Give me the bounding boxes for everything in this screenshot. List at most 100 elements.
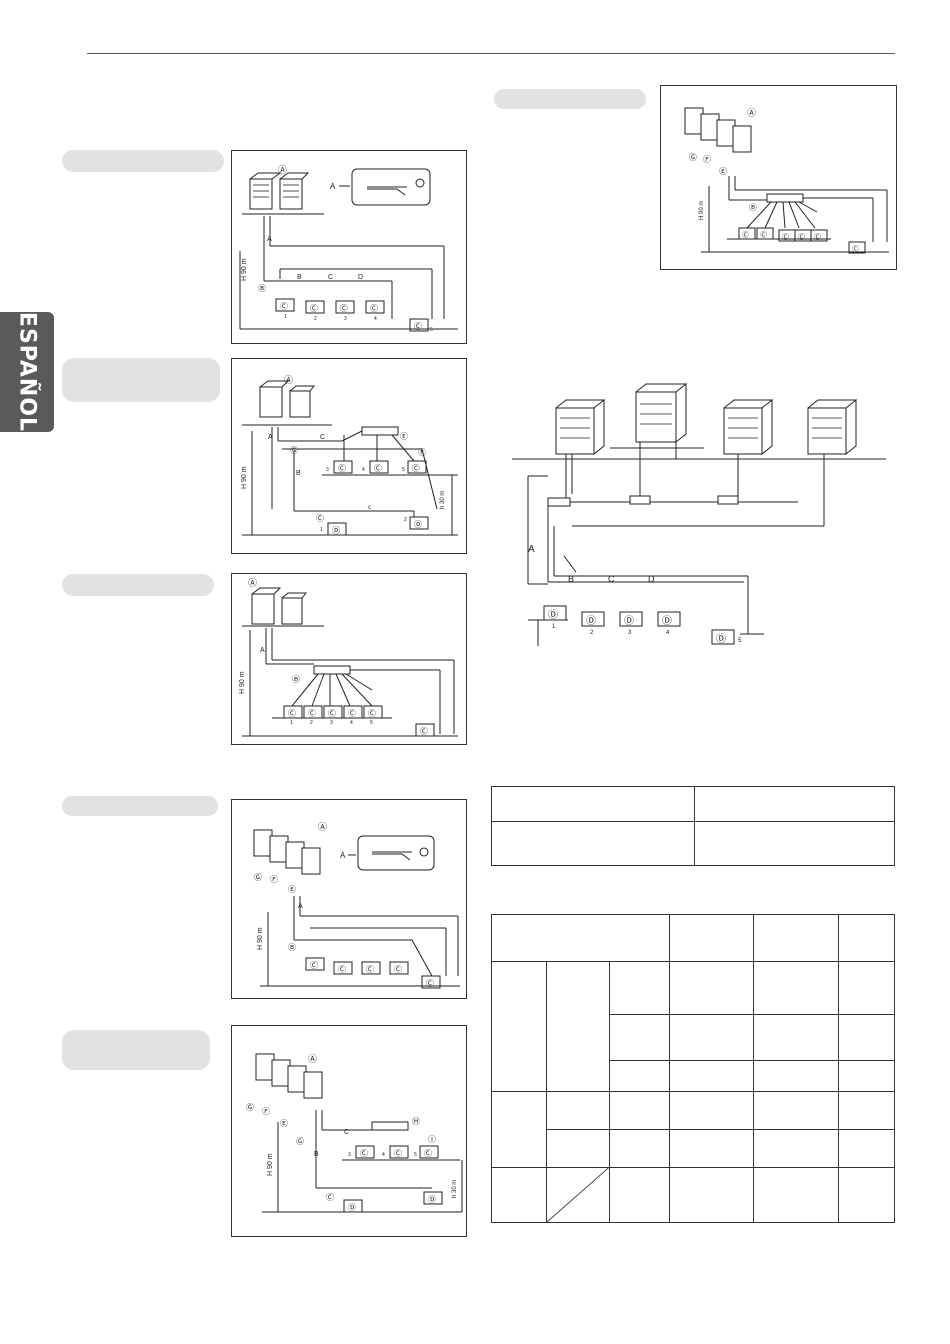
table-cell [837, 1014, 896, 1061]
svg-text:D: D [648, 574, 655, 584]
table-cell [669, 961, 755, 1015]
table-cell [694, 786, 895, 822]
svg-text:Ⓐ: Ⓐ [747, 108, 756, 118]
header-rule [87, 53, 895, 54]
table-cell [491, 786, 695, 822]
svg-text:2: 2 [404, 517, 407, 523]
outdoor-unit-row [555, 383, 858, 456]
svg-text:H 90 m: H 90 m [241, 466, 248, 489]
table-cell [490, 1167, 548, 1223]
table-cell [669, 1091, 755, 1130]
language-label: ESPAÑOL [14, 311, 40, 433]
table-cell [753, 1129, 839, 1168]
svg-text:Ⓐ: Ⓐ [318, 822, 327, 832]
svg-text:D: D [358, 274, 363, 281]
svg-text:1: 1 [284, 314, 287, 320]
svg-text:Ⓗ: Ⓗ [412, 1117, 420, 1126]
svg-text:Ⓔ: Ⓔ [719, 167, 727, 176]
piping-diagram-5: Ⓐ Ⓖ Ⓕ Ⓔ Ⓖ C Ⓗ Ⓘ Ⓒ Ⓒ Ⓒ 3 4 5 B Ⓓ Ⓓ Ⓒ H 90… [231, 1025, 467, 1237]
svg-text:B: B [314, 1151, 319, 1158]
svg-text:Ⓖ: Ⓖ [246, 1103, 254, 1112]
svg-text:5: 5 [370, 720, 373, 726]
svg-text:Ⓓ: Ⓓ [662, 615, 672, 627]
table-cell [694, 821, 895, 866]
table-cell [837, 961, 896, 1015]
piping-diagram-6: Ⓐ Ⓖ Ⓕ Ⓔ Ⓑ Ⓒ Ⓒ Ⓒ Ⓒ Ⓒ Ⓒ H 90 m [660, 85, 897, 270]
svg-text:Ⓒ: Ⓒ [370, 304, 378, 313]
table-cell [491, 821, 695, 866]
svg-text:Ⓒ: Ⓒ [420, 727, 428, 736]
svg-text:2: 2 [314, 316, 317, 322]
piping-diagram-1: Ⓐ A A B C D H 90 m Ⓑ Ⓒ Ⓒ Ⓒ Ⓒ Ⓒ 1 2 3 4 5 [231, 150, 467, 344]
section-pill-5 [62, 1030, 210, 1070]
svg-text:Ⓒ: Ⓒ [394, 965, 402, 974]
svg-text:2: 2 [590, 630, 594, 636]
svg-text:H 90 m: H 90 m [241, 258, 248, 281]
svg-text:A: A [268, 434, 273, 441]
svg-text:Ⓐ: Ⓐ [278, 165, 287, 175]
svg-text:Ⓒ: Ⓒ [308, 709, 316, 718]
svg-text:Ⓓ: Ⓓ [586, 615, 596, 627]
svg-text:Ⓒ: Ⓒ [316, 514, 324, 523]
svg-text:C: C [608, 574, 615, 584]
svg-text:B: B [296, 470, 301, 477]
svg-text:Ⓓ: Ⓓ [414, 520, 422, 529]
svg-text:A: A [260, 647, 265, 654]
svg-text:Ⓕ: Ⓕ [262, 1107, 270, 1116]
svg-text:Ⓐ: Ⓐ [248, 578, 257, 588]
svg-text:Ⓒ: Ⓒ [348, 709, 356, 718]
table-cell [753, 1060, 839, 1092]
svg-text:Ⓒ: Ⓒ [326, 1193, 334, 1202]
svg-text:Ⓐ: Ⓐ [284, 375, 293, 385]
svg-text:Ⓖ: Ⓖ [296, 1137, 304, 1146]
svg-text:Ⓒ: Ⓒ [426, 979, 434, 988]
table-cell [490, 961, 548, 1092]
table-cell [546, 1129, 610, 1168]
svg-text:Ⓒ: Ⓒ [424, 1149, 432, 1158]
svg-text:5: 5 [414, 1152, 417, 1158]
piping-diagram-2: Ⓐ A C Ⓔ Ⓕ Ⓒ Ⓒ Ⓒ 3 4 5 Ⓖ B c Ⓓ Ⓓ 2 1 Ⓒ H … [231, 358, 467, 554]
table-cell [837, 1129, 896, 1168]
table-cell [753, 1167, 839, 1223]
table-cell [837, 1167, 896, 1223]
svg-text:C: C [328, 274, 333, 281]
svg-text:B: B [568, 574, 574, 584]
svg-text:Ⓕ: Ⓕ [703, 155, 711, 164]
table-cell [837, 914, 896, 962]
svg-text:Ⓖ: Ⓖ [290, 446, 298, 455]
svg-text:Ⓓ: Ⓓ [548, 609, 558, 621]
svg-text:Ⓒ: Ⓒ [412, 464, 420, 473]
svg-text:5: 5 [738, 638, 742, 644]
svg-text:Ⓔ: Ⓔ [400, 432, 408, 441]
svg-text:A: A [340, 851, 346, 860]
svg-text:5: 5 [430, 327, 433, 333]
table-cell [490, 1091, 548, 1168]
svg-text:Ⓒ: Ⓒ [366, 965, 374, 974]
svg-text:Ⓕ: Ⓕ [270, 875, 278, 884]
svg-text:Ⓔ: Ⓔ [288, 885, 296, 894]
svg-text:Ⓑ: Ⓑ [288, 943, 296, 952]
svg-text:5: 5 [402, 467, 405, 473]
table-cell [608, 1129, 671, 1168]
svg-text:Ⓒ: Ⓒ [328, 709, 336, 718]
table-cell [608, 1014, 671, 1061]
svg-text:4: 4 [382, 1152, 385, 1158]
outdoor-unit-quad [684, 107, 752, 153]
svg-text:Ⓒ: Ⓒ [310, 961, 318, 970]
svg-text:H 90 m: H 90 m [699, 201, 705, 220]
table-cell [669, 1060, 755, 1092]
svg-text:Ⓒ: Ⓒ [338, 464, 346, 473]
svg-text:h 30 m: h 30 m [440, 491, 446, 509]
svg-text:Ⓑ: Ⓑ [292, 675, 300, 684]
svg-text:1: 1 [290, 720, 293, 726]
outdoor-unit-quad [255, 1053, 323, 1099]
table-1 [491, 786, 895, 866]
svg-text:Ⓓ: Ⓓ [716, 633, 726, 645]
outdoor-unit-pair [249, 172, 310, 210]
svg-text:4: 4 [666, 630, 670, 636]
table-cell [669, 1167, 755, 1223]
table-cell [608, 961, 671, 1015]
svg-text:Ⓒ: Ⓒ [394, 1149, 402, 1158]
svg-text:Ⓖ: Ⓖ [254, 873, 262, 882]
table-cell [546, 1091, 610, 1130]
